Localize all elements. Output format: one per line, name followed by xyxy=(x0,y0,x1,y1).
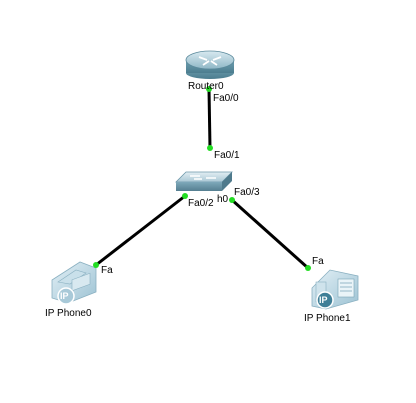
switch-icon[interactable] xyxy=(175,171,233,191)
port-label-switch-fa02: Fa0/2 xyxy=(188,198,214,209)
port-light-switch-fa01 xyxy=(207,145,213,151)
link-switch-phone1[interactable] xyxy=(230,198,310,270)
ip-badge-phone1: IP xyxy=(319,295,328,305)
device-label-phone1[interactable]: IP Phone1 xyxy=(304,313,351,324)
port-light-router-fa00 xyxy=(206,86,212,92)
links xyxy=(95,88,310,270)
ip-phone-icon[interactable] xyxy=(51,261,97,305)
device-label-switch[interactable]: h0 xyxy=(217,194,229,205)
link-switch-phone0[interactable] xyxy=(95,194,186,267)
device-label-phone0[interactable]: IP Phone0 xyxy=(45,308,92,319)
port-label-switch-fa03: Fa0/3 xyxy=(234,187,260,198)
router-icon[interactable] xyxy=(185,50,235,79)
port-status-lights xyxy=(93,86,311,271)
device-label-router[interactable]: Router0 xyxy=(188,81,224,92)
ip-phone-icon[interactable] xyxy=(311,269,359,310)
port-label-phone1: Fa xyxy=(312,256,324,267)
port-light-phone1 xyxy=(305,265,311,271)
ip-badge-phone0: IP xyxy=(60,291,69,301)
port-label-phone0: Fa xyxy=(101,265,113,276)
link-router-switch[interactable] xyxy=(207,88,212,149)
port-light-switch-fa03 xyxy=(229,197,235,203)
port-label-switch-fa01: Fa0/1 xyxy=(214,150,240,161)
port-light-phone0 xyxy=(93,262,99,268)
port-label-router-fa00: Fa0/0 xyxy=(213,93,239,104)
port-light-switch-fa02 xyxy=(182,193,188,199)
